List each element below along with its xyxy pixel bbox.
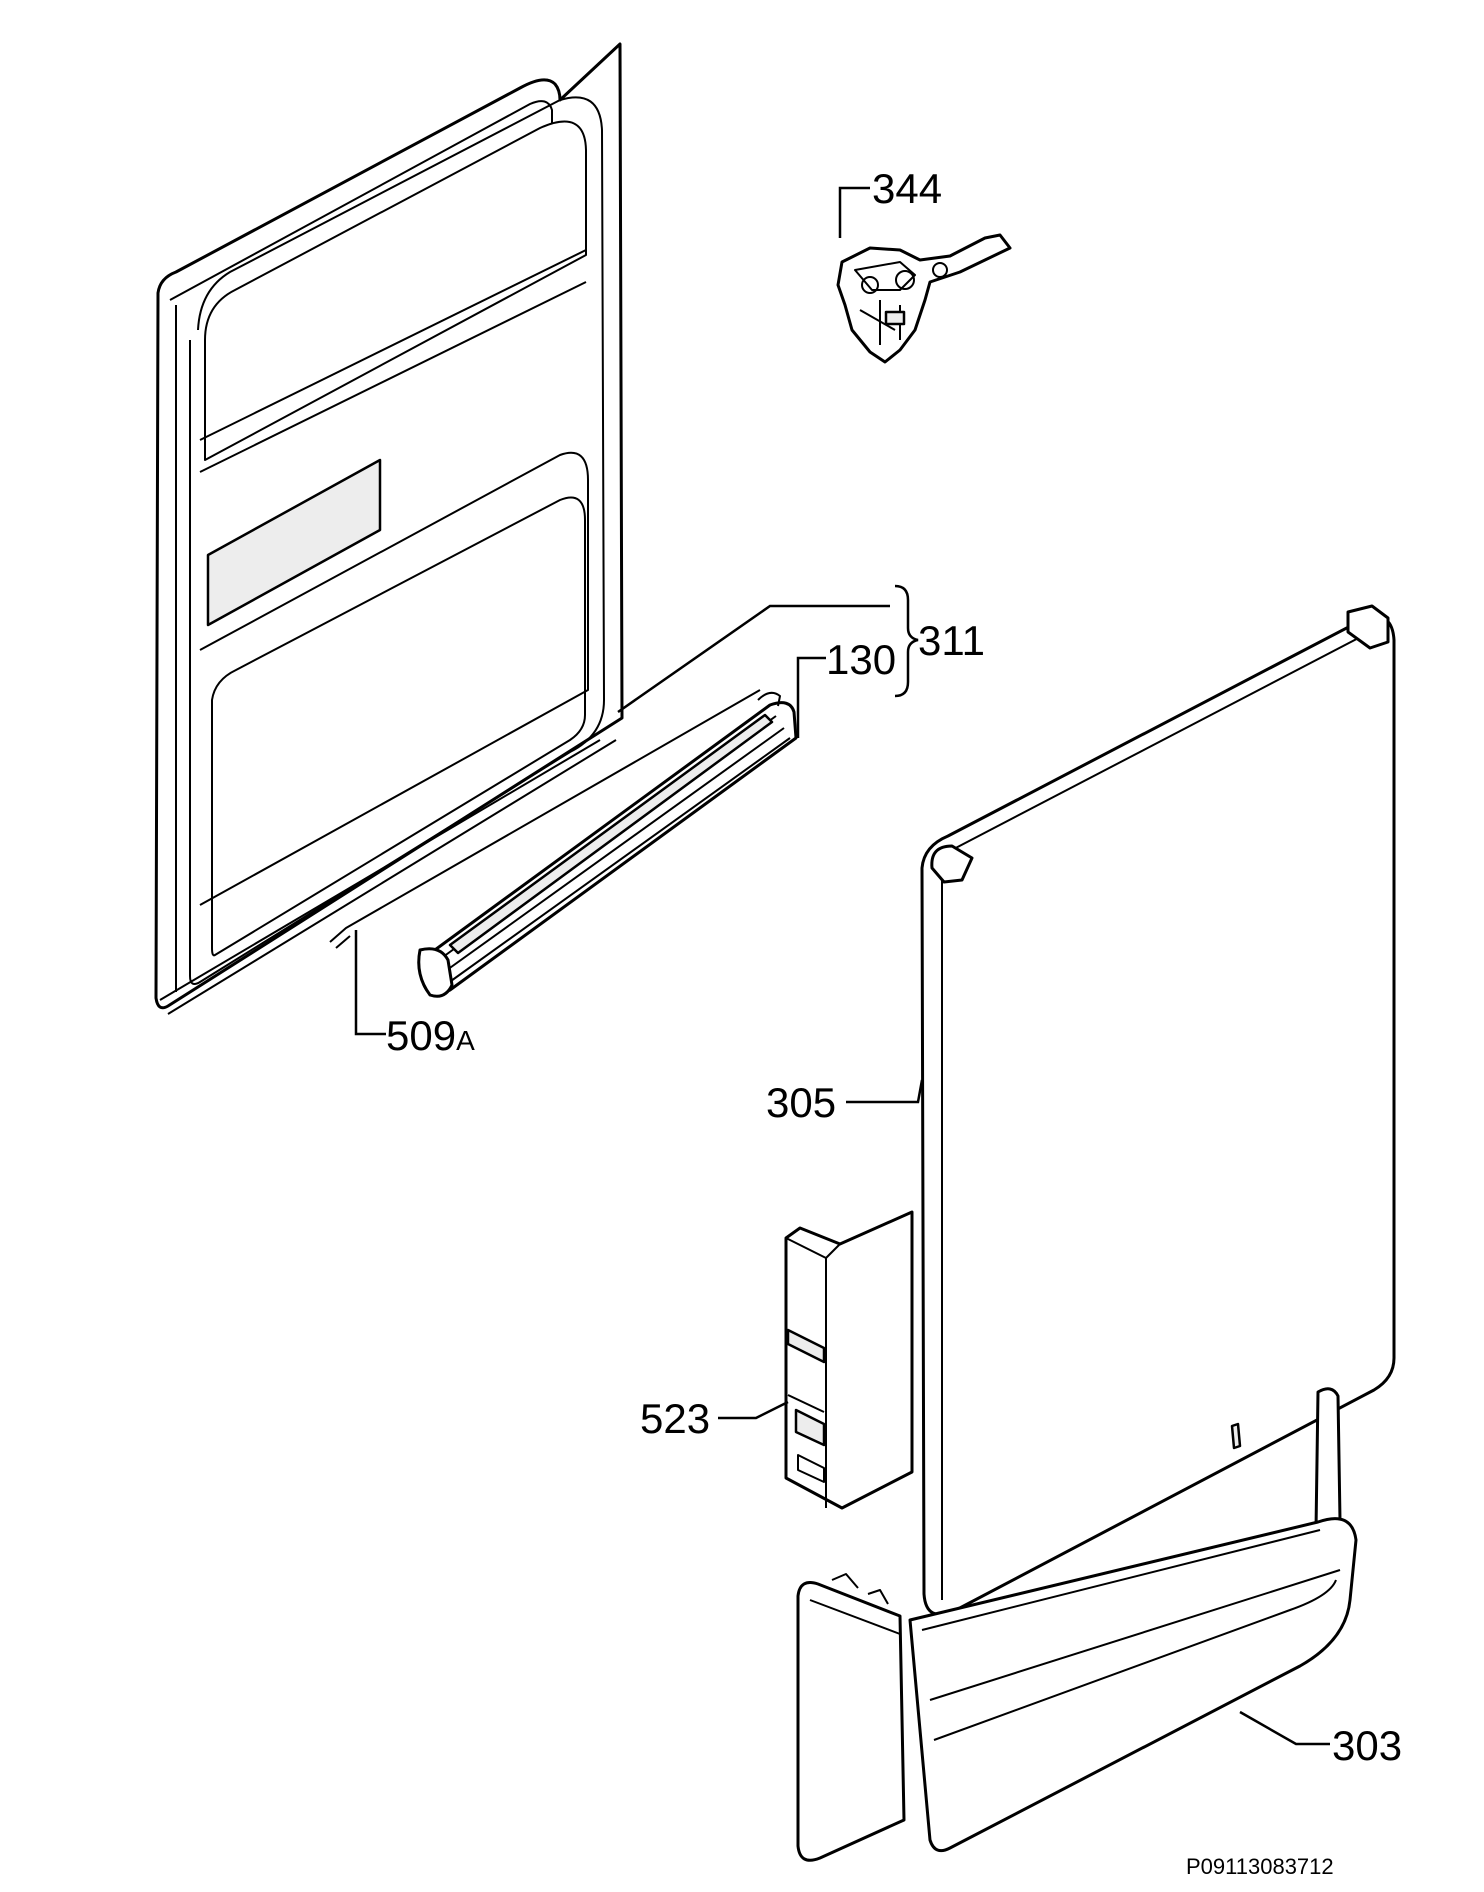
- label-344: 344: [872, 165, 942, 212]
- label-303: 303: [1332, 1722, 1402, 1769]
- seal-clip-rod: [329, 689, 761, 949]
- inner-door-panel: [154, 42, 624, 1015]
- drawing-code: P09113083712: [1186, 1854, 1334, 1879]
- side-bracket: [784, 1210, 914, 1510]
- label-305: 305: [766, 1079, 836, 1126]
- door-lock-assembly: [836, 233, 1012, 364]
- label-509a: 509A: [386, 1012, 475, 1059]
- label-509-number: 509: [386, 1012, 456, 1059]
- bottom-tray: [796, 1387, 1358, 1862]
- leader-lines: [354, 186, 1330, 1746]
- front-door-panel: [920, 604, 1396, 1616]
- label-311: 311: [918, 617, 985, 664]
- label-509-suffix: A: [456, 1025, 475, 1056]
- label-130: 130: [826, 636, 896, 683]
- door-seal-strip: [417, 691, 798, 998]
- label-523: 523: [640, 1395, 710, 1442]
